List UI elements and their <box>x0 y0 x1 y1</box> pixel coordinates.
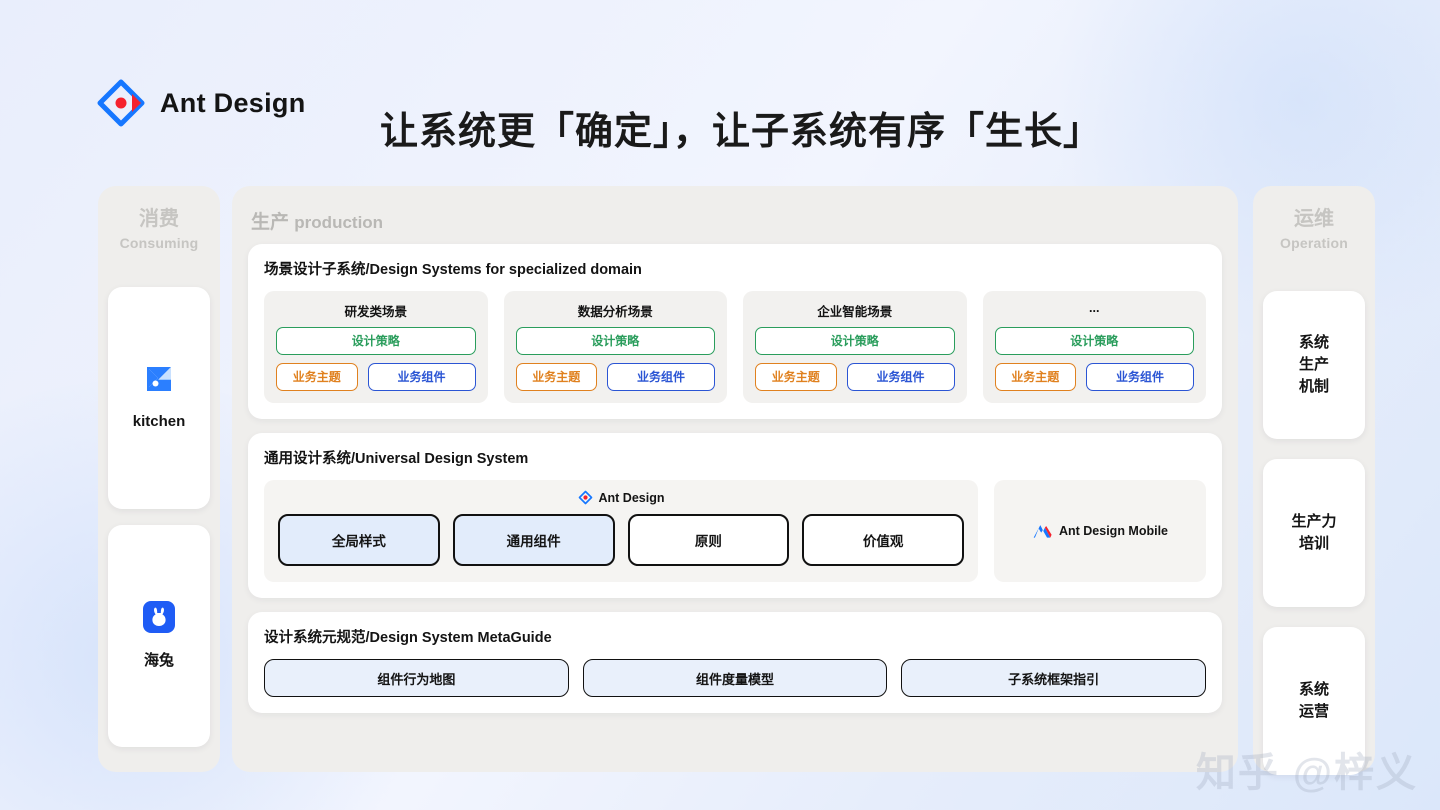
uds-chip-principles[interactable]: 原则 <box>627 514 790 566</box>
chip-business-theme[interactable]: 业务主题 <box>994 363 1077 391</box>
column-consuming-title-en: Consuming <box>119 235 199 251</box>
chip-business-theme[interactable]: 业务主题 <box>515 363 598 391</box>
chip-row: 业务主题 业务组件 <box>755 363 955 391</box>
haitu-rabbit-icon <box>143 600 175 638</box>
chip-business-theme[interactable]: 业务主题 <box>276 363 358 391</box>
scenario-card[interactable]: 研发类场景 设计策略 业务主题 业务组件 <box>264 291 488 403</box>
ant-design-diamond-logo-icon <box>96 78 146 128</box>
scenario-card-title: ... <box>1089 301 1100 315</box>
scenario-card-title: 企业智能场景 <box>817 305 893 319</box>
metaguide-chip-framework-guide[interactable]: 子系统框架指引 <box>901 659 1207 697</box>
chip-design-strategy[interactable]: 设计策略 <box>755 327 955 355</box>
column-consuming-title-cn: 消费 <box>139 208 179 230</box>
column-production-title-cn: 生产 <box>251 212 290 233</box>
uds-chip-global-style[interactable]: 全局样式 <box>278 514 440 566</box>
operation-card-productivity-training[interactable]: 生产力 培训 <box>1263 459 1365 607</box>
universal-brand-name: Ant Design <box>598 490 665 505</box>
universal-ant-design-box: Ant Design 全局样式 通用组件 原则 价值观 <box>264 480 978 582</box>
column-operation-title-en: Operation <box>1280 235 1348 251</box>
consuming-card-list: kitchen 海兔 <box>98 287 220 747</box>
kitchen-app-icon <box>144 364 174 399</box>
scenario-card-title: 研发类场景 <box>344 305 407 319</box>
column-operation-title-cn: 运维 <box>1294 208 1334 230</box>
universal-brand-lockup: Ant Design <box>278 490 964 505</box>
chip-design-strategy[interactable]: 设计策略 <box>515 327 715 355</box>
universal-row: Ant Design 全局样式 通用组件 原则 价值观 <box>264 480 1206 582</box>
scenario-card[interactable]: 数据分析场景 设计策略 业务主题 业务组件 <box>503 291 727 403</box>
chip-business-component[interactable]: 业务组件 <box>846 363 955 391</box>
consuming-card-kitchen[interactable]: kitchen <box>108 287 210 509</box>
brand-lockup: Ant Design <box>96 78 306 128</box>
operation-card-system-production[interactable]: 系统 生产 机制 <box>1263 291 1365 439</box>
column-production: 生产 production 场景设计子系统/Design Systems for… <box>232 186 1238 772</box>
operation-card-label: 系统 生产 机制 <box>1298 334 1329 395</box>
panel-scenarios: 场景设计子系统/Design Systems for specialized d… <box>248 244 1222 419</box>
metaguide-chip-row: 组件行为地图 组件度量模型 子系统框架指引 <box>264 659 1207 697</box>
scenario-card[interactable]: ... 设计策略 业务主题 业务组件 <box>982 291 1206 403</box>
universal-chip-row: 全局样式 通用组件 原则 价值观 <box>278 514 964 566</box>
chip-design-strategy[interactable]: 设计策略 <box>276 327 476 355</box>
column-operation-header: 运维 Operation <box>1253 186 1375 251</box>
ant-design-mobile-label: Ant Design Mobile <box>1058 524 1169 538</box>
uds-chip-values[interactable]: 价值观 <box>802 514 964 566</box>
consuming-card-label: kitchen <box>132 412 186 430</box>
ant-design-diamond-logo-icon <box>578 490 593 505</box>
chip-row: 业务主题 业务组件 <box>276 363 476 391</box>
scenario-card[interactable]: 企业智能场景 设计策略 业务主题 业务组件 <box>743 291 967 403</box>
consuming-card-haitu[interactable]: 海兔 <box>108 525 210 747</box>
universal-mobile-box[interactable]: Ant Design Mobile <box>994 480 1206 582</box>
brand-name: Ant Design <box>160 87 306 118</box>
column-production-header: 生产 production <box>251 207 1222 234</box>
metaguide-chip-metric-model[interactable]: 组件度量模型 <box>582 659 888 697</box>
panel-universal-design-system: 通用设计系统/Universal Design System Ant Desig… <box>248 433 1222 598</box>
scenario-card-title: 数据分析场景 <box>577 305 653 319</box>
panel-metaguide: 设计系统元规范/Design System MetaGuide 组件行为地图 组… <box>248 612 1222 713</box>
chip-business-component[interactable]: 业务组件 <box>607 363 715 391</box>
column-consuming: 消费 Consuming <box>98 186 220 772</box>
operation-card-label: 系统 运营 <box>1298 681 1329 720</box>
panel-universal-title: 通用设计系统/Universal Design System <box>264 451 529 467</box>
scenario-card-row: 研发类场景 设计策略 业务主题 业务组件 数据分析场景 设计策略 业务主题 业务… <box>264 291 1206 403</box>
slide-header: Ant Design 让系统更「确定」，让子系统有序「生长」 <box>0 0 1440 180</box>
metaguide-chip-behavior-map[interactable]: 组件行为地图 <box>264 659 569 697</box>
column-consuming-header: 消费 Consuming <box>98 186 220 251</box>
diagram-stage: 消费 Consuming <box>0 186 1440 775</box>
consuming-card-label: 海兔 <box>143 651 174 669</box>
ant-design-mobile-logo-icon <box>1032 523 1052 539</box>
column-operation: 运维 Operation 系统 生产 机制 生产力 培训 系统 运营 <box>1253 186 1375 775</box>
ant-design-mobile-lockup: Ant Design Mobile <box>1032 523 1168 539</box>
page-title: 让系统更「确定」，让子系统有序「生长」 <box>380 111 1103 153</box>
chip-business-component[interactable]: 业务组件 <box>1086 363 1194 391</box>
chip-row: 业务主题 业务组件 <box>515 363 715 391</box>
panel-scenarios-title: 场景设计子系统/Design Systems for specialized d… <box>264 262 642 278</box>
operation-card-system-operation[interactable]: 系统 运营 <box>1263 627 1365 775</box>
chip-business-theme[interactable]: 业务主题 <box>755 363 837 391</box>
chip-business-component[interactable]: 业务组件 <box>367 363 476 391</box>
uds-chip-common-components[interactable]: 通用组件 <box>452 514 615 566</box>
chip-design-strategy[interactable]: 设计策略 <box>994 327 1194 355</box>
operation-card-label: 生产力 培训 <box>1291 513 1337 552</box>
column-production-title-en: production <box>294 213 384 232</box>
panel-metaguide-title: 设计系统元规范/Design System MetaGuide <box>264 630 552 646</box>
chip-row: 业务主题 业务组件 <box>994 363 1194 391</box>
operation-card-list: 系统 生产 机制 生产力 培训 系统 运营 <box>1253 291 1375 775</box>
